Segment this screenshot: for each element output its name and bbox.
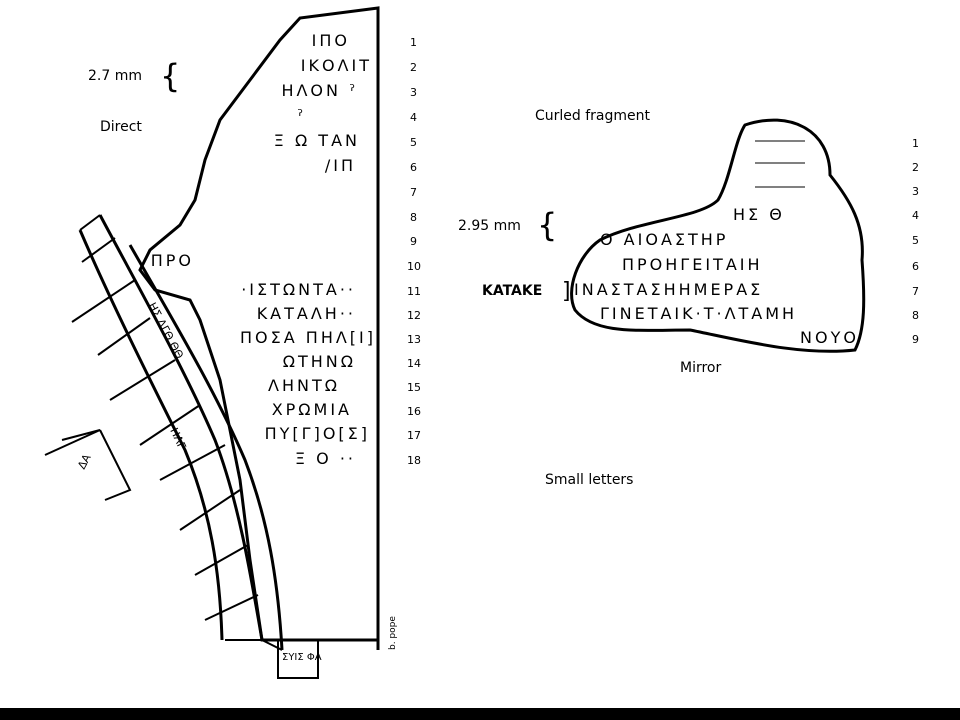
left-num: 4 bbox=[410, 111, 417, 124]
right-num: 1 bbox=[912, 137, 919, 150]
dial-outer-tab bbox=[44, 429, 132, 501]
right-num: 6 bbox=[912, 260, 919, 273]
left-line-13: ΠΟΣΑ ΠΗΛ[Ι] bbox=[240, 328, 376, 347]
left-num: 7 bbox=[410, 186, 417, 199]
left-num: 9 bbox=[410, 235, 417, 248]
left-line-18: Ξ Ο ·· bbox=[295, 449, 356, 468]
right-num: 8 bbox=[912, 309, 919, 322]
left-num: 5 bbox=[410, 136, 417, 149]
left-num: 15 bbox=[407, 381, 421, 394]
left-line-1: ΙΠΟ bbox=[312, 31, 350, 50]
left-line-3: ΗΛΟΝ ˀ bbox=[281, 81, 358, 100]
left-line-12: ΚΑΤΑΛΗ·· bbox=[257, 304, 356, 323]
direct-label: Direct bbox=[100, 119, 142, 135]
right-num: 9 bbox=[912, 333, 919, 346]
katake-bracket: ] bbox=[562, 279, 571, 304]
left-num: 14 bbox=[407, 357, 421, 370]
dial-middle-arc bbox=[98, 214, 264, 641]
right-line-6: ΠΡΟΗΓΕΙΤΑΙΗ bbox=[622, 255, 763, 274]
right-mm-bracket: { bbox=[537, 206, 557, 244]
right-num: 7 bbox=[912, 285, 919, 298]
bottom-bar bbox=[0, 708, 960, 720]
right-fragment-outline bbox=[570, 118, 866, 353]
left-inscription: ΙΠΟ ΙΚΟΛΙΤ ΗΛΟΝ ˀ ˀ Ξ Ω ΤΑΝ /ΙΠ ΠΡΟ ·ΙΣΤ… bbox=[151, 31, 376, 468]
right-mm-label: 2.95 mm bbox=[458, 218, 521, 234]
right-num: 4 bbox=[912, 209, 919, 222]
right-line-8: ΓΙΝΕΤΑΙΚ·Τ·ΛΤΑΜΗ bbox=[600, 304, 797, 323]
dial-inner-arc bbox=[128, 244, 284, 651]
left-line-2: ΙΚΟΛΙΤ bbox=[301, 56, 372, 75]
dial-outer-arc bbox=[78, 229, 224, 641]
dial-cross-lines bbox=[71, 214, 283, 651]
left-line-6: /ΙΠ bbox=[325, 156, 356, 175]
dial-outer-tab-text: ΔΑ bbox=[75, 452, 94, 472]
right-line-9: ΝΟΥΟ bbox=[800, 328, 859, 347]
left-num: 12 bbox=[407, 309, 421, 322]
right-line-5: Ο ΑΙΟΑΣΤΗΡ bbox=[600, 230, 728, 249]
small-letters-label: Small letters bbox=[545, 472, 633, 488]
left-line-10: ΠΡΟ bbox=[151, 251, 194, 270]
signature: b. pope bbox=[388, 616, 398, 650]
left-line-4: ˀ bbox=[297, 106, 306, 125]
left-num: 8 bbox=[410, 211, 417, 224]
left-num: 18 bbox=[407, 454, 421, 467]
left-mm-label: 2.7 mm bbox=[88, 68, 142, 84]
left-num: 17 bbox=[407, 429, 421, 442]
left-num: 6 bbox=[410, 161, 417, 174]
dial-bottom-text: ΣΥΙΣ ΦΑ bbox=[282, 652, 322, 663]
left-line-5: Ξ Ω ΤΑΝ bbox=[274, 131, 360, 150]
left-num: 16 bbox=[407, 405, 421, 418]
right-line-7: ΙΝΑΣΤΑΣΗΗΜΕΡΑΣ bbox=[574, 280, 763, 299]
mirror-label: Mirror bbox=[680, 360, 721, 376]
right-num: 3 bbox=[912, 185, 919, 198]
dial-bottom-tab bbox=[277, 639, 319, 679]
right-num: 5 bbox=[912, 234, 919, 247]
right-inscription: ΗΣ Θ Ο ΑΙΟΑΣΤΗΡ ΠΡΟΗΓΕΙΤΑΙΗ ΙΝΑΣΤΑΣΗΗΜΕΡ… bbox=[574, 205, 859, 347]
right-num: 2 bbox=[912, 161, 919, 174]
left-num: 13 bbox=[407, 333, 421, 346]
left-num: 10 bbox=[407, 260, 421, 273]
left-line-numbers: 1 2 3 4 5 6 7 8 9 10 11 12 13 14 15 16 1… bbox=[407, 36, 421, 467]
curled-fragment-label: Curled fragment bbox=[535, 108, 651, 124]
left-num: 2 bbox=[410, 61, 417, 74]
right-line-numbers: 1 2 3 4 5 6 7 8 9 bbox=[912, 137, 919, 346]
left-num: 11 bbox=[407, 285, 421, 298]
left-mm-bracket: { bbox=[160, 57, 180, 95]
left-num: 1 bbox=[410, 36, 417, 49]
left-line-14: ΩΤΗΝΩ bbox=[283, 352, 356, 371]
katake-label: KATAKE bbox=[482, 283, 542, 299]
left-num: 3 bbox=[410, 86, 417, 99]
left-line-16: ΧΡΩΜΙΑ bbox=[272, 400, 352, 419]
right-line-4: ΗΣ Θ bbox=[733, 205, 785, 224]
right-fragment-lines bbox=[755, 140, 805, 188]
left-line-11: ·ΙΣΤΩΝΤΑ·· bbox=[241, 280, 356, 299]
left-line-17: ΠΥ[Γ]Ο[Σ] bbox=[265, 424, 370, 443]
left-line-15: ΛΗΝΤΩ bbox=[268, 376, 340, 395]
